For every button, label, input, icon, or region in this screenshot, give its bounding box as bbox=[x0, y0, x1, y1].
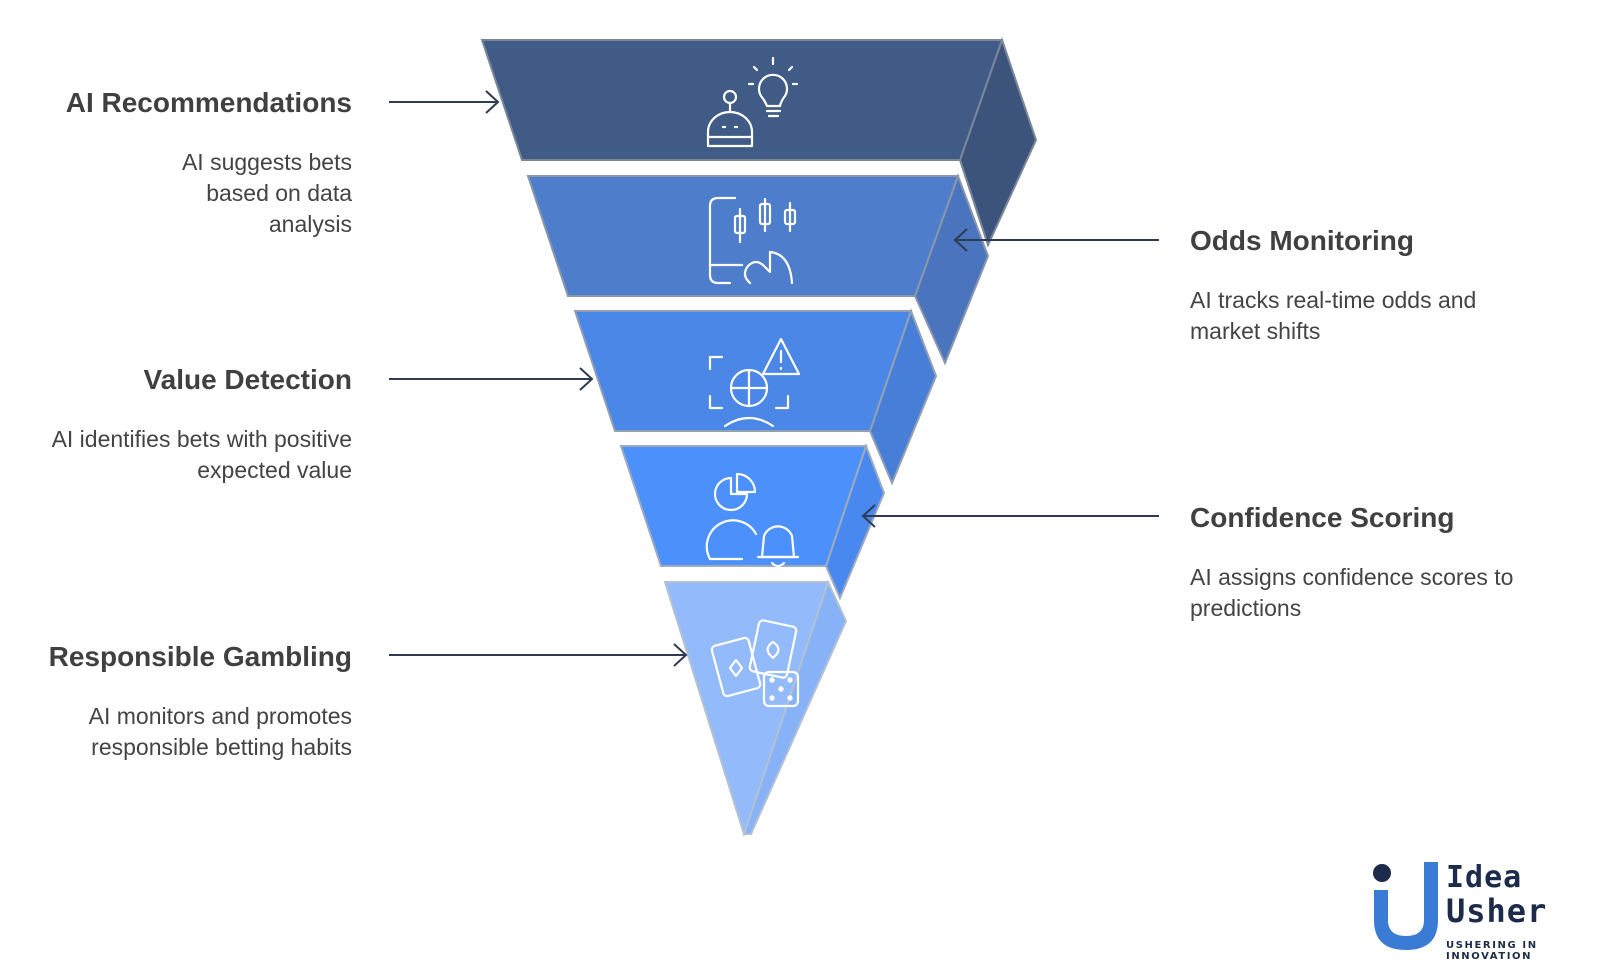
stage-description: AI assigns confidence scores to predicti… bbox=[1190, 564, 1514, 621]
stage-title: Responsible Gambling bbox=[48, 641, 352, 672]
logo-word-usher: Usher bbox=[1446, 892, 1548, 930]
stage-description: AI tracks real-time odds and market shif… bbox=[1190, 287, 1477, 344]
arrow-confidence-scoring bbox=[861, 504, 1159, 528]
stage-title: AI Recommendations bbox=[65, 87, 352, 118]
cards-dice-icon bbox=[710, 619, 800, 708]
arrow-value-detection bbox=[389, 367, 594, 391]
stage-label-confidence-scoring: Confidence Scoring AI assigns confidence… bbox=[1190, 501, 1570, 624]
stage-description: AI suggests bets based on data analysis bbox=[181, 149, 352, 237]
funnel-level-5 bbox=[663, 579, 848, 838]
stage-label-ai-recommendations: AI Recommendations AI suggests bets base… bbox=[0, 86, 352, 240]
arrow-responsible-gambling bbox=[389, 643, 688, 667]
arrow-odds-monitoring bbox=[953, 228, 1159, 252]
funnel-level-2 bbox=[526, 173, 990, 366]
logo-word-idea: Idea bbox=[1446, 860, 1523, 895]
scan-chart-alert-icon bbox=[708, 337, 801, 428]
stage-description: AI identifies bets with positive expecte… bbox=[51, 426, 352, 483]
stage-label-responsible-gambling: Responsible Gambling AI monitors and pro… bbox=[0, 640, 352, 763]
tablet-candlestick-chart-icon bbox=[708, 196, 797, 285]
logo-tagline: USHERING IN INNOVATION bbox=[1446, 940, 1538, 962]
user-pie-bell-icon bbox=[705, 472, 800, 568]
funnel-level-4 bbox=[619, 443, 886, 601]
robot-lightbulb-icon bbox=[706, 56, 799, 148]
stage-title: Value Detection bbox=[143, 364, 352, 395]
stage-label-odds-monitoring: Odds Monitoring AI tracks real-time odds… bbox=[1190, 224, 1570, 347]
funnel-level-1 bbox=[480, 36, 1038, 248]
arrow-ai-recommendations bbox=[389, 90, 500, 114]
stage-title: Odds Monitoring bbox=[1190, 225, 1414, 256]
stage-label-value-detection: Value Detection AI identifies bets with … bbox=[0, 363, 352, 486]
stage-title: Confidence Scoring bbox=[1190, 502, 1455, 533]
stage-description: AI monitors and promotes responsible bet… bbox=[88, 703, 352, 760]
idea-usher-logo: Idea Usher USHERING IN INNOVATION bbox=[1368, 858, 1598, 962]
logo-u-mark-icon bbox=[1373, 862, 1438, 950]
